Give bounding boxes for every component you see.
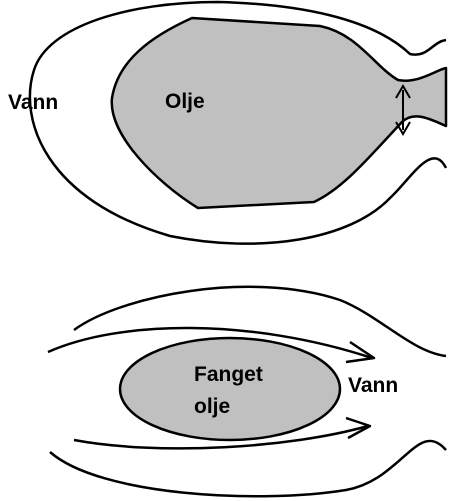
top-oil-blob [112, 18, 446, 208]
bottom-outer-wall-bottom [50, 441, 446, 496]
bottom-trapped-oil [120, 338, 340, 440]
top-diagram: Vann Olje [8, 2, 446, 244]
top-oil-label: Olje [165, 90, 205, 113]
bottom-trapped-oil-label-line2: olje [194, 395, 230, 418]
bottom-diagram: Fanget olje Vann [48, 287, 446, 496]
top-water-label: Vann [8, 91, 58, 114]
bottom-trapped-oil-label-line1: Fanget [194, 363, 263, 386]
bottom-water-label: Vann [348, 374, 398, 397]
